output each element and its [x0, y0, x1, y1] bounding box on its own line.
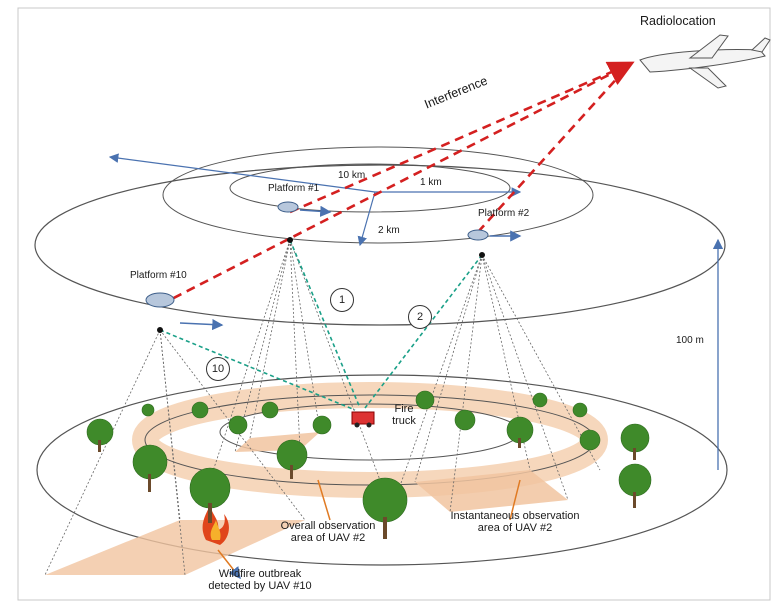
ground-outer-ellipse [36, 374, 728, 566]
orbit-inner [229, 163, 511, 213]
frame-border [17, 7, 771, 601]
trees [86, 390, 652, 539]
platform-2-label: Platform #2 [478, 208, 530, 219]
radius-10km-label: 10 km [338, 170, 366, 181]
platform-1-icon [277, 201, 299, 243]
overall-area-line-1: Overall observation [280, 520, 376, 532]
link-10-badge: 10 [206, 357, 230, 381]
interference-lines [159, 61, 635, 307]
orbit-arrow-inner [299, 205, 332, 217]
wildfire-label: Wildfire outbreak detected by UAV #10 [195, 568, 325, 592]
height-label: 100 m [676, 335, 704, 346]
radiolocation-label: Radiolocation [640, 14, 716, 28]
wildfire-icon [202, 505, 229, 545]
platform-10-label: Platform #10 [130, 270, 187, 281]
radius-1km-label: 1 km [420, 177, 442, 188]
platform1-footprint [235, 432, 320, 452]
observation-cones [44, 239, 601, 576]
wildfire-line-2: detected by UAV #10 [208, 580, 312, 592]
orbit-middle [162, 146, 594, 244]
airplane-icon [639, 34, 771, 89]
instant-area-line-1: Instantaneous observation [450, 510, 580, 522]
overall-area-label: Overall observation area of UAV #2 [258, 520, 398, 544]
fire-truck-icon [351, 411, 375, 428]
instant-area-pointer [509, 479, 521, 521]
link-1-badge: 1 [330, 288, 354, 312]
link-2-badge: 2 [408, 305, 432, 329]
fire-truck-label: Fire truck [384, 403, 424, 427]
overall-area-line-2: area of UAV #2 [290, 532, 366, 544]
wildfire-footprint [45, 520, 305, 575]
radius-2km-arrow [357, 191, 376, 247]
data-links [159, 239, 483, 411]
platform-10-icon [145, 292, 175, 333]
instant-area-label: Instantaneous observation area of UAV #2 [430, 510, 600, 534]
platform-2-icon [467, 229, 489, 258]
orbit-arrow-outer [179, 318, 224, 331]
fire-truck-line-1: Fire [394, 403, 414, 415]
platform2-footprint [415, 470, 568, 512]
radius-2km-label: 2 km [378, 225, 400, 236]
wildfire-line-1: Wildfire outbreak [218, 568, 302, 580]
overall-area-pointer [317, 479, 331, 521]
wildfire-pointer [217, 549, 241, 580]
instant-area-line-2: area of UAV #2 [477, 522, 553, 534]
platform-1-label: Platform #1 [268, 183, 320, 194]
radius-10km-arrow [108, 153, 376, 193]
orbit-outer [34, 164, 726, 326]
fire-truck-line-2: truck [392, 415, 416, 427]
